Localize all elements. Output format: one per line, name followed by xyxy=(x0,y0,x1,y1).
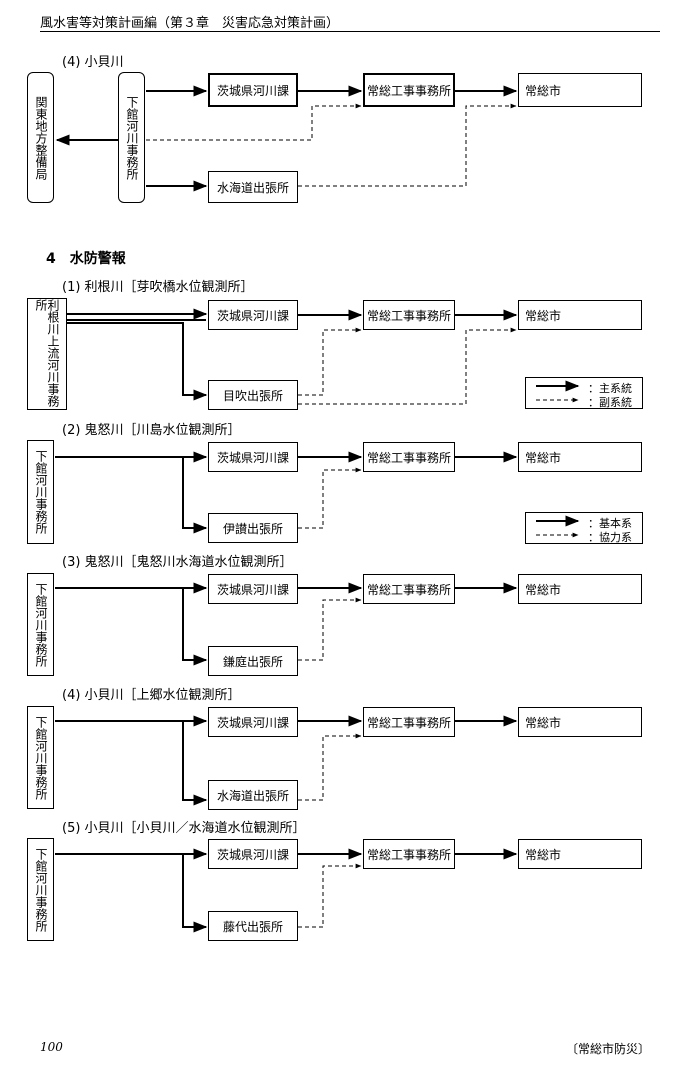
joso-koji-box: 常総工事事務所 xyxy=(363,73,455,107)
diagram2-label: (2) 鬼怒川［川島水位観測所］ xyxy=(62,423,241,438)
page-header: 風水害等対策計画編（第３章 災害応急対策計画） xyxy=(40,16,340,31)
tone-source-box: 利根川上流河川事務所 xyxy=(27,298,67,410)
page-number: 100 xyxy=(40,1040,63,1054)
d3-source-box: 下館河川事務所 xyxy=(27,573,54,676)
diagram3-label: (3) 鬼怒川［鬼怒川水海道水位観測所］ xyxy=(62,555,293,570)
d5-city-box: 常総市 xyxy=(518,839,642,869)
d5-koji-box: 常総工事事務所 xyxy=(363,839,455,869)
header-rule xyxy=(40,31,660,32)
d1-city-box: 常総市 xyxy=(518,300,642,330)
d2-city-box: 常総市 xyxy=(518,442,642,472)
ibaraki-box: 茨城県河川課 xyxy=(208,73,298,107)
diagram5-label: (5) 小貝川［小貝川／水海道水位観測所］ xyxy=(62,821,306,836)
d4-ibaraki-box: 茨城県河川課 xyxy=(208,707,298,737)
d5-source-box: 下館河川事務所 xyxy=(27,838,54,941)
section4-title: 4 水防警報 xyxy=(46,251,126,267)
d4-koji-box: 常総工事事務所 xyxy=(363,707,455,737)
d1-koji-box: 常総工事事務所 xyxy=(363,300,455,330)
d5-branch-box: 藤代出張所 xyxy=(208,911,298,941)
joso-city-box: 常総市 xyxy=(518,73,642,107)
footer-label: 〔常総市防災〕 xyxy=(565,1042,650,1056)
d4-branch-box: 水海道出張所 xyxy=(208,780,298,810)
legend-dashed-text: ：副系統 xyxy=(588,396,632,409)
legend2-solid-text: ：基本系 xyxy=(588,517,632,530)
top-section-label: (4) 小貝川 xyxy=(62,55,124,70)
legend-basic-coop: ：基本系 ：協力系 xyxy=(525,512,643,544)
diagram1-label: (1) 利根川［芽吹橋水位観測所］ xyxy=(62,280,254,295)
d1-ibaraki-box: 茨城県河川課 xyxy=(208,300,298,330)
d4-city-box: 常総市 xyxy=(518,707,642,737)
legend-main-sub: ：主系統 ：副系統 xyxy=(525,377,643,409)
d3-koji-box: 常総工事事務所 xyxy=(363,574,455,604)
d3-ibaraki-box: 茨城県河川課 xyxy=(208,574,298,604)
d2-ibaraki-box: 茨城県河川課 xyxy=(208,442,298,472)
d3-branch-box: 鎌庭出張所 xyxy=(208,646,298,676)
legend-solid-text: ：主系統 xyxy=(588,382,632,395)
d5-ibaraki-box: 茨城県河川課 xyxy=(208,839,298,869)
kanto-box: 関東地方整備局 xyxy=(27,72,54,203)
d4-source-box: 下館河川事務所 xyxy=(27,706,54,809)
d3-city-box: 常総市 xyxy=(518,574,642,604)
legend2-dashed-text: ：協力系 xyxy=(588,531,632,544)
d1-branch-box: 目吹出張所 xyxy=(208,380,298,410)
d2-source-box: 下館河川事務所 xyxy=(27,440,54,544)
d2-koji-box: 常総工事事務所 xyxy=(363,442,455,472)
d2-branch-box: 伊讃出張所 xyxy=(208,513,298,543)
diagram4-label: (4) 小貝川［上郷水位観測所］ xyxy=(62,688,241,703)
mizukaido-box: 水海道出張所 xyxy=(208,171,298,203)
shimodate-box: 下館河川事務所 xyxy=(118,72,145,203)
